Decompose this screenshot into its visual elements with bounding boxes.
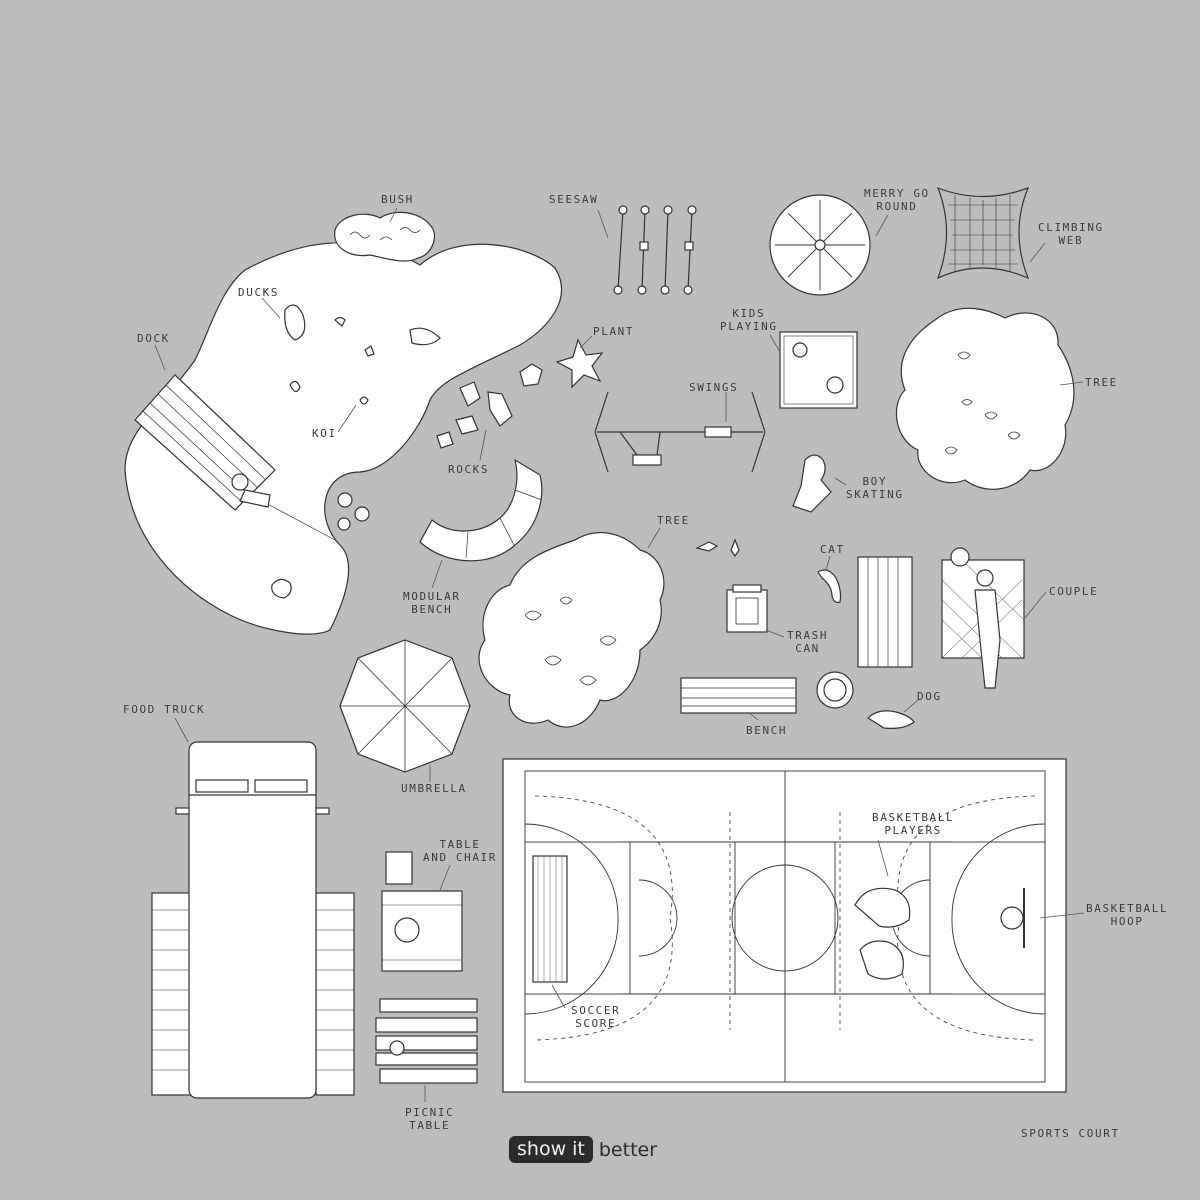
tree-right (895, 307, 1075, 490)
label-merry-go-round: MERRY GO ROUND (864, 187, 930, 213)
label-ducks: DUCKS (238, 286, 280, 299)
climbing-web (936, 186, 1030, 280)
label-climbing-web: CLIMBING WEB (1038, 221, 1104, 247)
trash-can (726, 584, 768, 633)
table-and-chair (381, 851, 463, 972)
brand-word: better (598, 1138, 658, 1161)
label-boy-skating: BOY SKATING (846, 475, 904, 501)
sports-court (502, 758, 1067, 1093)
label-swings: SWINGS (689, 381, 739, 394)
label-basketball-players: BASKETBALL PLAYERS (872, 811, 955, 837)
label-seesaw: SEESAW (549, 193, 599, 206)
dog (867, 710, 915, 729)
pond (124, 242, 562, 635)
kids-playing-box (779, 331, 858, 409)
brand-logo: show it better (509, 1136, 657, 1163)
label-trash-can: TRASH CAN (787, 629, 829, 655)
couple (941, 547, 1025, 689)
label-food-truck: FOOD TRUCK (123, 703, 206, 716)
label-umbrella: UMBRELLA (401, 782, 467, 795)
basketball-hoop-ring (1000, 906, 1024, 930)
label-bush: BUSH (381, 193, 414, 206)
bench (680, 677, 797, 714)
duck (271, 578, 292, 599)
seesaw (613, 205, 697, 295)
food-truck (151, 741, 355, 1099)
swings (594, 391, 766, 473)
lounge-bench (857, 556, 913, 668)
label-tree-center: TREE (657, 514, 690, 527)
label-basketball-hoop: BASKETBALL HOOP (1086, 902, 1169, 928)
umbrella (339, 639, 471, 773)
label-bench: BENCH (746, 724, 788, 737)
label-dock: DOCK (137, 332, 170, 345)
label-plant: PLANT (593, 325, 635, 338)
modular-bench (419, 458, 543, 562)
label-picnic-table: PICNIC TABLE (405, 1106, 455, 1132)
label-tree-right: TREE (1085, 376, 1118, 389)
duck (284, 304, 306, 341)
koi-fish (409, 327, 441, 346)
label-koi: KOI (312, 427, 337, 440)
label-table-and-chair: TABLE AND CHAIR (423, 838, 498, 864)
label-kids-playing: KIDS PLAYING (720, 307, 778, 333)
label-modular-bench: MODULAR BENCH (403, 590, 461, 616)
label-cat: CAT (820, 543, 845, 556)
picnic-table (375, 998, 478, 1084)
rocks (436, 363, 543, 449)
cat (817, 569, 842, 603)
label-dog: DOG (917, 690, 942, 703)
bush-shape (334, 211, 435, 262)
label-rocks: ROCKS (448, 463, 490, 476)
plant (555, 338, 604, 389)
tree-center (478, 531, 665, 728)
merry-go-round (769, 194, 871, 296)
round-table (816, 671, 854, 709)
boy-skating (792, 454, 832, 513)
label-couple: COUPLE (1049, 585, 1099, 598)
label-sports-court: SPORTS COURT (1021, 1127, 1120, 1140)
brand-box: show it (509, 1136, 593, 1163)
label-soccer-score: SOCCER SCORE (571, 1004, 621, 1030)
